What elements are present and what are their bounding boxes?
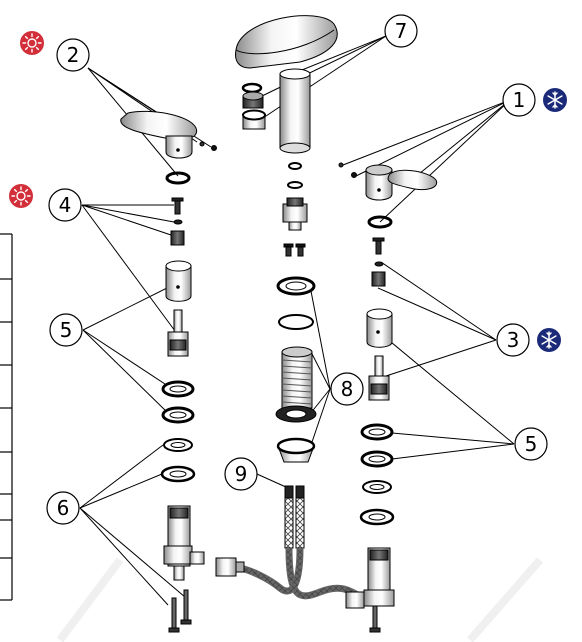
right-screw-small-1 bbox=[338, 162, 344, 168]
hose-nut-left bbox=[215, 557, 237, 577]
hose-end-2 bbox=[295, 485, 305, 499]
callout-8: 8 bbox=[330, 372, 364, 406]
left-screw bbox=[174, 199, 181, 215]
callout-5-right: 5 bbox=[514, 427, 548, 461]
left-assembly bbox=[120, 110, 217, 633]
aerator-ring bbox=[241, 82, 263, 94]
left-cartridge bbox=[173, 309, 183, 333]
left-bolt-1 bbox=[171, 597, 177, 633]
background-table bbox=[0, 233, 13, 601]
braided-hose-1 bbox=[284, 497, 294, 549]
callout-9: 9 bbox=[224, 457, 258, 491]
braided-hose-2 bbox=[295, 497, 305, 549]
right-nut bbox=[371, 271, 386, 287]
svg-text:7: 7 bbox=[395, 19, 408, 43]
right-lever-handle bbox=[365, 169, 393, 201]
centre-assembly bbox=[215, 15, 365, 609]
svg-text:3: 3 bbox=[507, 328, 520, 352]
left-lever-handle bbox=[120, 110, 198, 141]
svg-text:5: 5 bbox=[525, 432, 538, 456]
callout-1: 1 bbox=[502, 83, 536, 117]
callout-5-left: 5 bbox=[49, 313, 83, 347]
centre-ring-2 bbox=[287, 181, 303, 189]
svg-text:9: 9 bbox=[235, 462, 248, 486]
watermark bbox=[56, 557, 544, 642]
svg-text:8: 8 bbox=[341, 377, 354, 401]
diverter bbox=[282, 203, 308, 223]
snowflake-icon bbox=[537, 328, 561, 352]
left-screw-small-1 bbox=[199, 141, 205, 147]
right-screw-small-2 bbox=[351, 172, 357, 178]
right-cartridge bbox=[374, 355, 384, 377]
spout-cap bbox=[235, 15, 338, 69]
snowflake-icon bbox=[543, 88, 567, 112]
left-nut bbox=[170, 230, 185, 246]
right-assembly bbox=[338, 162, 438, 633]
sun-icon bbox=[20, 31, 44, 55]
callout-6: 6 bbox=[46, 491, 80, 525]
callout-2: 2 bbox=[56, 38, 90, 72]
svg-text:5: 5 bbox=[60, 318, 73, 342]
callout-4: 4 bbox=[48, 188, 82, 222]
left-o-ring bbox=[165, 171, 191, 185]
svg-text:4: 4 bbox=[59, 193, 72, 217]
svg-text:6: 6 bbox=[57, 496, 70, 520]
svg-text:2: 2 bbox=[67, 43, 80, 67]
callout-3: 3 bbox=[496, 323, 530, 357]
sun-icon bbox=[9, 184, 33, 208]
left-screw-small-2 bbox=[211, 145, 217, 151]
callout-7: 7 bbox=[384, 14, 418, 48]
hose-end-1 bbox=[284, 485, 294, 499]
centre-washer-2 bbox=[278, 314, 314, 330]
svg-text:1: 1 bbox=[513, 88, 526, 112]
left-sleeve bbox=[165, 265, 192, 302]
right-o-ring bbox=[367, 215, 393, 229]
centre-ring-1 bbox=[288, 162, 302, 170]
right-sleeve bbox=[366, 313, 393, 348]
left-bolt-2 bbox=[183, 589, 189, 625]
right-screw bbox=[375, 239, 382, 255]
hose-nut-right bbox=[345, 591, 365, 609]
spout-body bbox=[279, 73, 311, 149]
